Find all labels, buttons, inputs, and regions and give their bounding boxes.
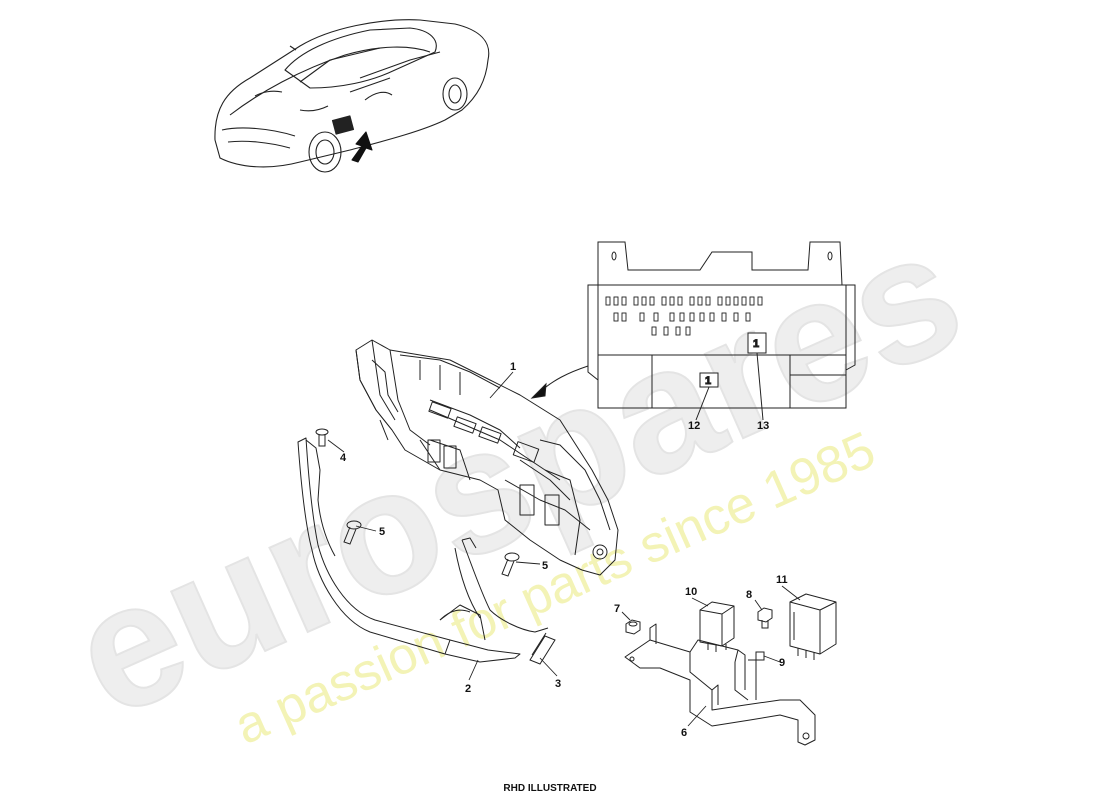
- bolt-8: [757, 607, 773, 629]
- callout-10: 10: [685, 586, 697, 598]
- relay-bracket: [624, 623, 816, 746]
- callout-13: 13: [757, 420, 769, 432]
- boxed-ref-a-text: 1: [705, 375, 711, 387]
- fuse-slot-row: [605, 296, 763, 306]
- clip-9: [755, 651, 765, 661]
- callout-2: 2: [465, 683, 471, 695]
- callout-6: 6: [681, 727, 687, 739]
- mounting-bracket: [297, 437, 549, 663]
- callout-11: 11: [776, 574, 788, 586]
- callout-4: 4: [340, 452, 347, 464]
- callouts: 1 2 3 4 5 5 6 7 8 9 10 11 12 13: [340, 361, 788, 739]
- callout-3: 3: [555, 678, 561, 690]
- leader-lines: [327, 371, 801, 727]
- screw-4: [315, 428, 329, 447]
- nut-7: [625, 619, 641, 635]
- watermark: eurospares a passion for parts since 198…: [45, 192, 988, 756]
- diagram-caption: RHD ILLUSTRATED: [503, 783, 597, 794]
- callout-1: 1: [510, 361, 516, 373]
- fuse-box-assembly: [355, 339, 619, 576]
- fuse-box-face-view: 1 1: [530, 241, 856, 421]
- callout-5a: 5: [379, 526, 385, 538]
- vehicle-locator-illustration: [214, 19, 490, 173]
- callout-7: 7: [614, 603, 620, 615]
- foam-pad: [529, 632, 556, 665]
- relay-10: [699, 601, 735, 652]
- bolt-5a: [343, 520, 362, 545]
- boxed-ref-b-text: 1: [753, 338, 759, 350]
- relay-11: [789, 593, 837, 660]
- fuse-slot-row: [613, 312, 751, 322]
- bolt-5b: [501, 552, 520, 577]
- callout-8: 8: [746, 589, 752, 601]
- callout-5b: 5: [542, 560, 548, 572]
- callout-9: 9: [779, 657, 785, 669]
- fuse-slot-row: [651, 326, 691, 336]
- callout-12: 12: [688, 420, 700, 432]
